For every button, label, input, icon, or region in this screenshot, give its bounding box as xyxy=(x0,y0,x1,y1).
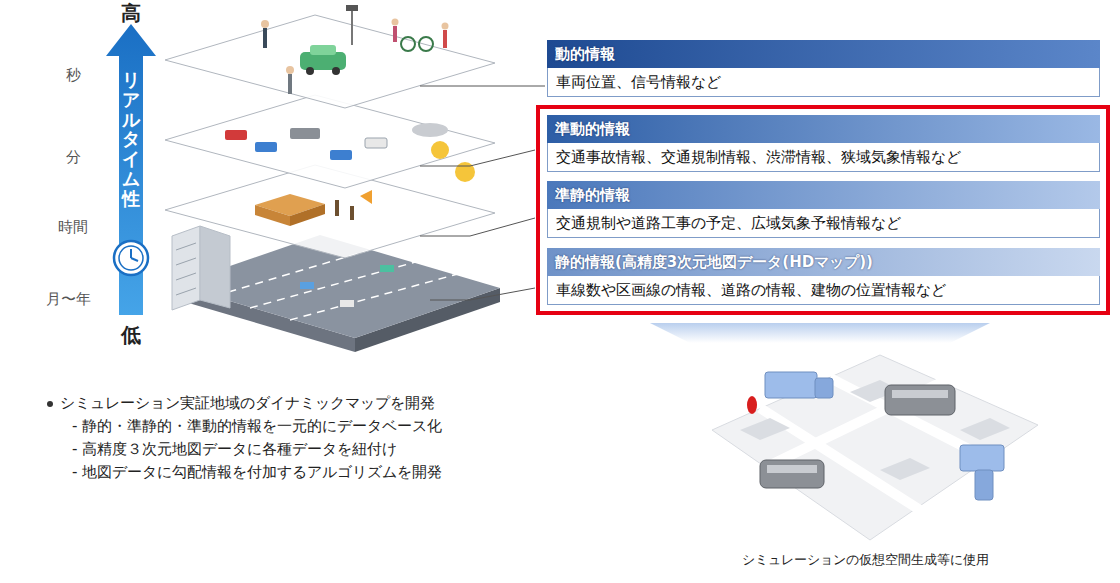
box-heading: 準静的情報 xyxy=(547,181,1100,209)
building xyxy=(176,258,196,265)
simulation-map xyxy=(960,445,1004,471)
dynamic-layer xyxy=(393,26,397,42)
dynamic-layer xyxy=(261,20,269,28)
dynamic-layer xyxy=(263,28,267,48)
realtime-arrow xyxy=(106,24,156,315)
semi-dynamic-layer xyxy=(225,130,247,140)
semi-dynamic-layer xyxy=(255,142,277,152)
simulation-map xyxy=(767,465,817,473)
sub-bullet-text: - 高精度３次元地図データに各種データを紐付け xyxy=(72,440,397,460)
semi-static-layer xyxy=(290,204,325,226)
road-base xyxy=(290,272,465,320)
dynamic-layer xyxy=(165,15,495,108)
highlight-frame xyxy=(538,107,1108,313)
semi-dynamic-layer xyxy=(290,128,320,139)
simulation-map xyxy=(712,355,1038,540)
road-base xyxy=(380,265,394,272)
dynamic-layer xyxy=(165,5,495,108)
clock-icon xyxy=(114,241,148,275)
dynamic-layer xyxy=(286,66,294,74)
semi-static-layer xyxy=(350,206,354,220)
simulation-map xyxy=(747,396,757,414)
info-box: 準動的情報交通事故情報、交通規制情報、渋滞情報、狭域気象情報など xyxy=(547,115,1100,172)
leader-line xyxy=(420,86,545,87)
dynamic-layer xyxy=(443,30,447,48)
simulation-map xyxy=(880,458,930,480)
box-body: 交通事故情報、交通規制情報、渋滞情報、狭域気象情報など xyxy=(547,143,1100,172)
building xyxy=(176,243,196,250)
building xyxy=(176,273,196,280)
simulation-map xyxy=(815,378,833,398)
building xyxy=(172,226,230,310)
sub-bullet-text: - 静的・準静的・準動的情報を一元的にデータベース化 xyxy=(72,417,442,437)
bullet-dot xyxy=(47,401,53,407)
simulation-map xyxy=(712,355,1038,540)
clock-icon xyxy=(130,249,132,258)
dynamic-layer xyxy=(346,5,358,11)
road-base xyxy=(250,258,430,308)
realtime-arrow xyxy=(106,24,156,315)
simulation-map xyxy=(740,418,790,440)
info-box: 静的情報(高精度3次元地図データ(HDマップ))車線数や区画線の情報、道路の情報… xyxy=(547,248,1100,305)
semi-dynamic-layer xyxy=(412,123,448,137)
simulation-map xyxy=(885,385,955,415)
clock-icon xyxy=(119,246,143,270)
time-scale-label: 時間 xyxy=(58,218,88,238)
simulation-map xyxy=(760,460,824,488)
building xyxy=(172,226,200,310)
simulation-map xyxy=(892,390,948,398)
figure-caption: シミュレーションの仮想空間生成等に使用 xyxy=(700,552,1030,569)
box-body: 交通規制や道路工事の予定、広域気象予報情報など xyxy=(547,209,1100,238)
dynamic-layer xyxy=(306,67,314,75)
leader-line xyxy=(420,218,535,236)
time-scale-label: 月〜年 xyxy=(46,290,91,310)
building xyxy=(176,288,196,295)
dynamic-layer xyxy=(392,19,399,26)
road-base xyxy=(300,282,314,289)
box-body: 車両位置、信号情報など xyxy=(547,68,1100,97)
dynamic-layer xyxy=(288,74,292,94)
simulation-map xyxy=(765,372,817,398)
flow-fade xyxy=(650,323,990,343)
leader-line xyxy=(420,150,535,166)
dynamic-layer xyxy=(401,37,415,51)
semi-dynamic-layer xyxy=(365,138,387,148)
semi-dynamic-layer xyxy=(165,95,495,188)
info-box: 動的情報車両位置、信号情報など xyxy=(547,40,1100,97)
sub-bullet-text: - 地図データに勾配情報を付加するアルゴリズムを開発 xyxy=(72,463,442,483)
axis-end-label: 低 xyxy=(121,322,141,348)
clock-icon xyxy=(114,241,148,275)
box-heading: 準動的情報 xyxy=(547,115,1100,143)
dynamic-layer xyxy=(310,45,336,55)
semi-static-layer xyxy=(335,200,339,216)
axis-end-label: 高 xyxy=(121,0,141,26)
clock-icon xyxy=(131,258,138,261)
bullet-text: シミュレーション実証地域のダイナミックマップを開発 xyxy=(60,394,435,414)
dynamic-layer xyxy=(332,67,340,75)
simulation-map xyxy=(975,470,993,500)
info-box: 準静的情報交通規制や道路工事の予定、広域気象予報情報など xyxy=(547,181,1100,238)
road-base xyxy=(340,300,354,307)
leader-line xyxy=(430,288,535,300)
box-body: 車線数や区画線の情報、道路の情報、建物の位置情報など xyxy=(547,276,1100,305)
semi-dynamic-layer xyxy=(431,141,449,159)
axis-title: リアルタイム性 xyxy=(122,70,140,209)
box-heading: 動的情報 xyxy=(547,40,1100,68)
time-scale-label: 秒 xyxy=(66,66,81,86)
building xyxy=(200,226,230,308)
leader-line xyxy=(420,86,545,300)
semi-static-layer xyxy=(360,190,372,204)
dynamic-layer xyxy=(419,37,433,51)
dynamic-layer xyxy=(442,23,449,30)
semi-dynamic-layer xyxy=(330,150,352,160)
box-heading: 静的情報(高精度3次元地図データ(HDマップ)) xyxy=(547,248,1100,276)
semi-static-layer xyxy=(255,205,290,226)
semi-dynamic-layer xyxy=(165,95,495,188)
simulation-map xyxy=(960,418,1010,440)
time-scale-label: 分 xyxy=(66,148,81,168)
